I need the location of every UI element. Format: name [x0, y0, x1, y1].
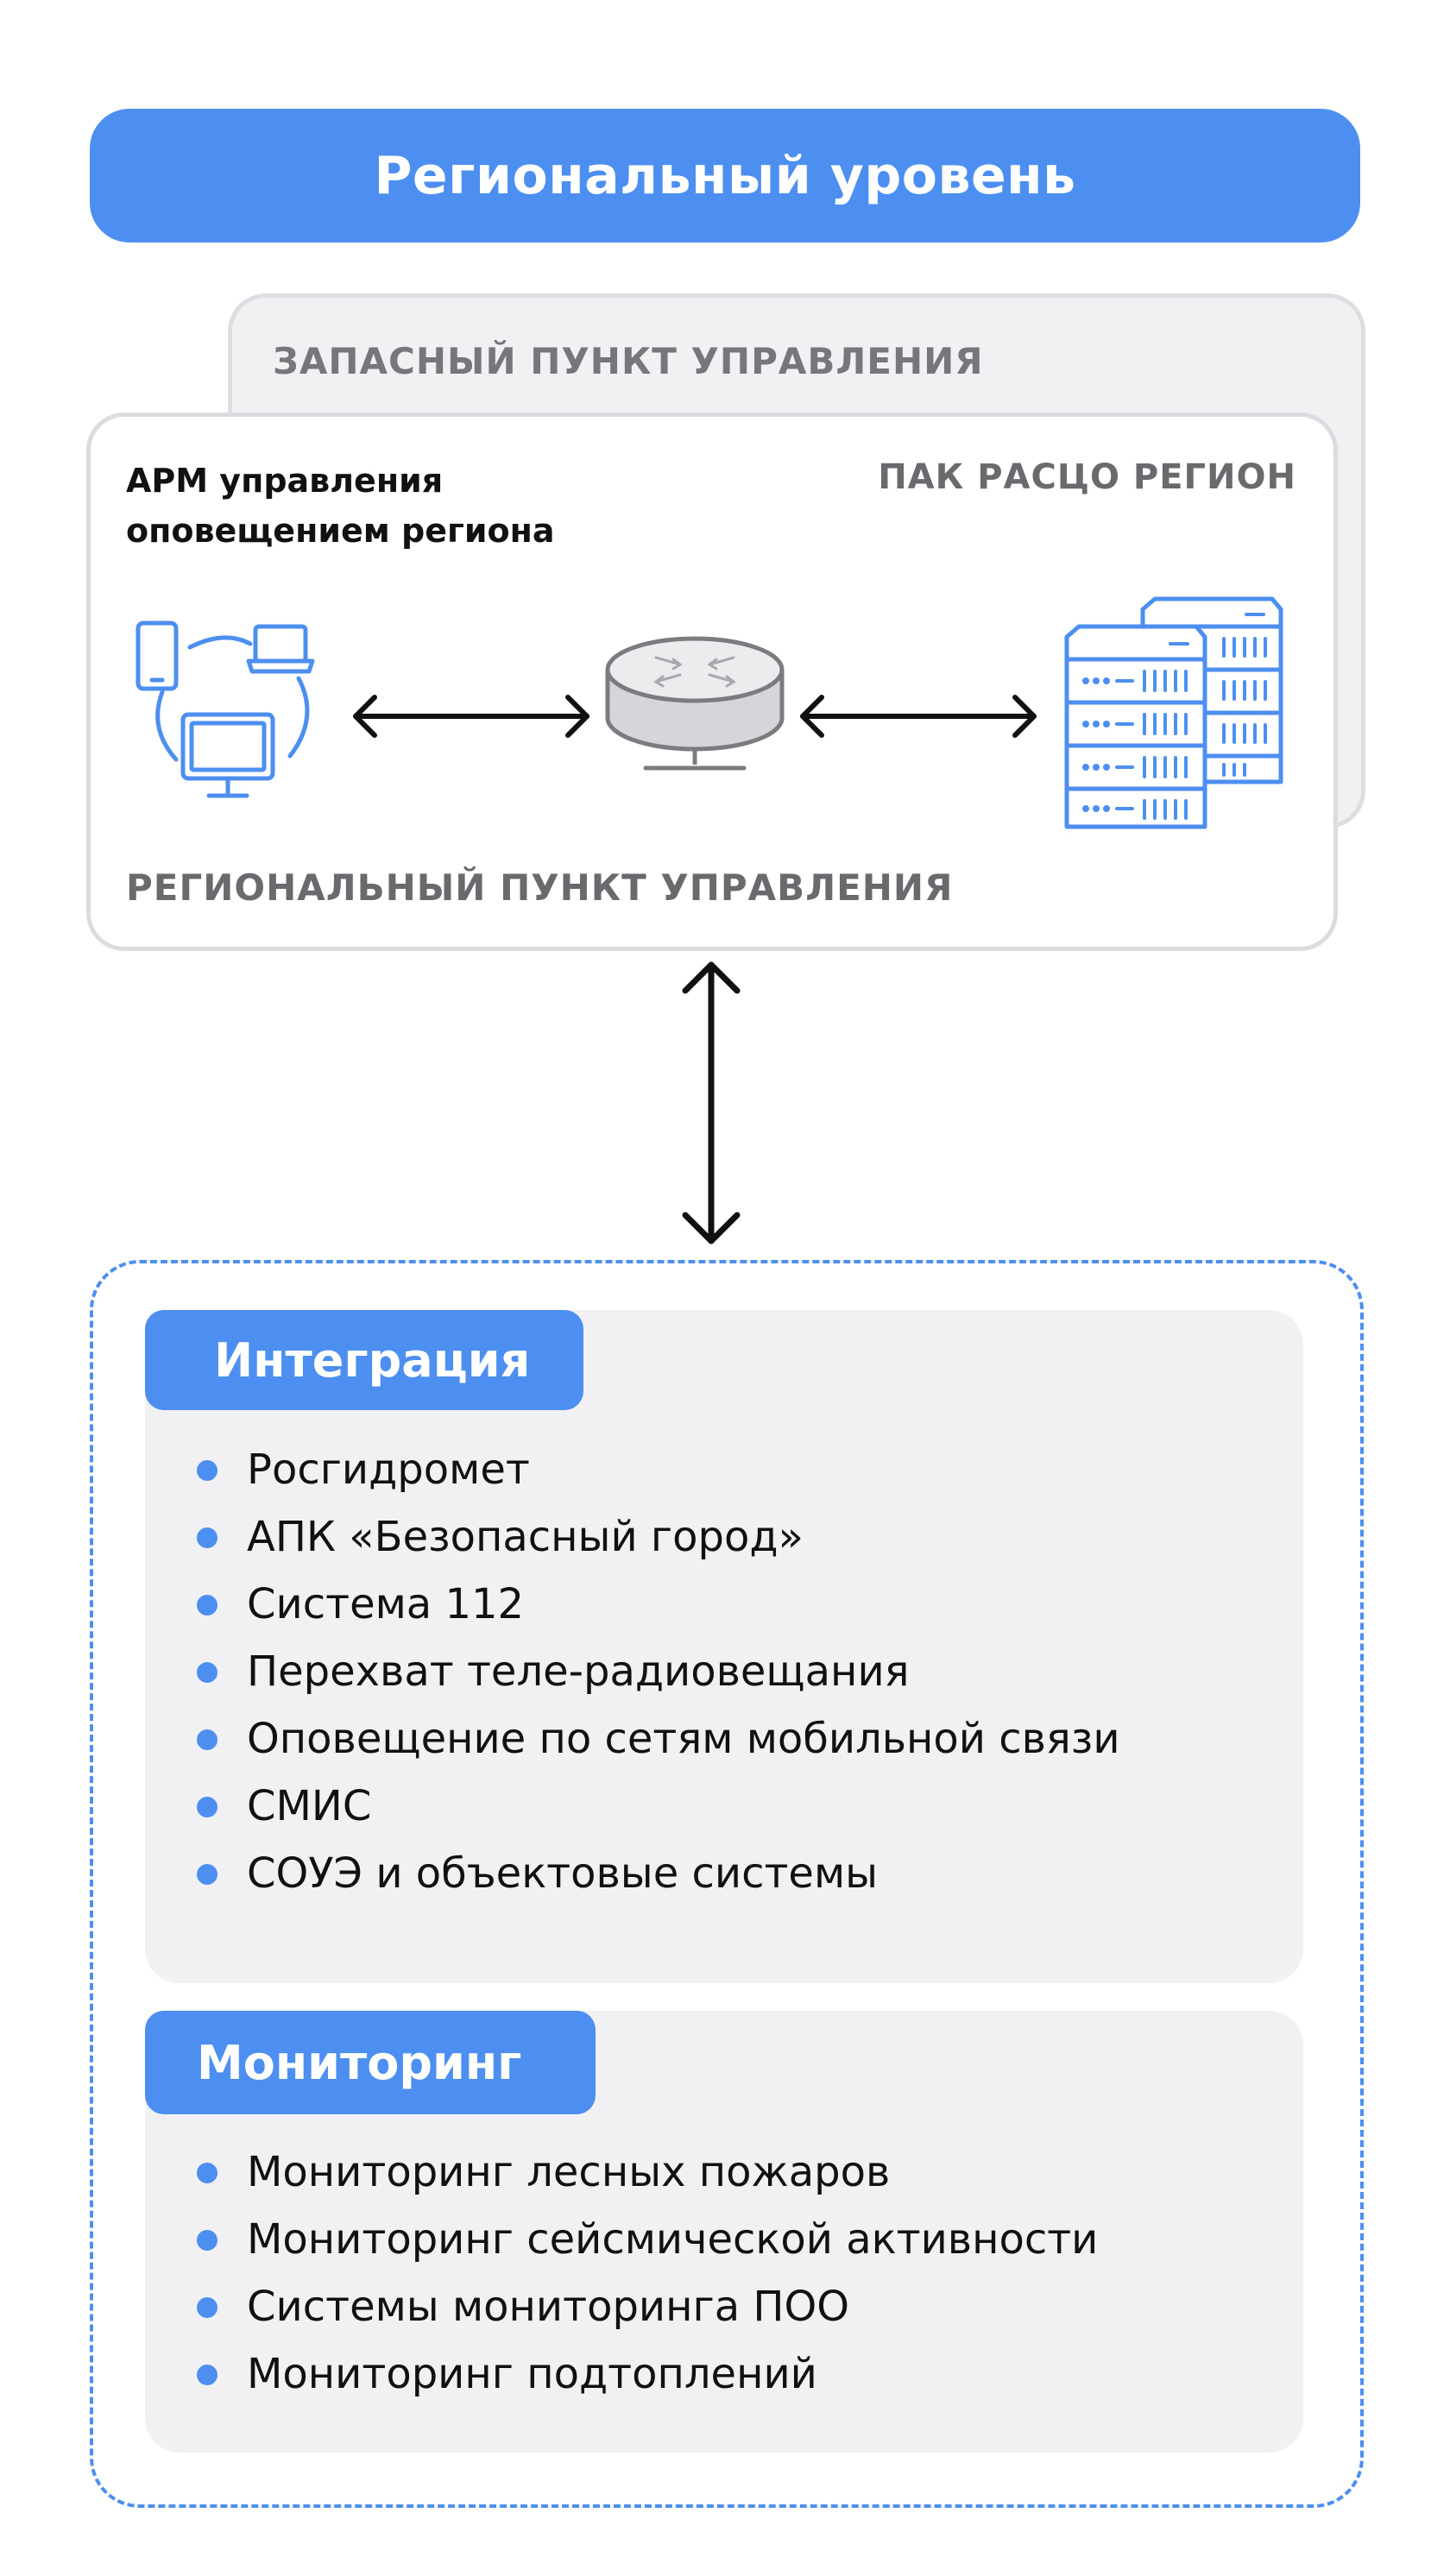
- server-rack-icon: [1064, 596, 1283, 829]
- pak-rasco-label: ПАК РАСЦО РЕГИОН: [878, 457, 1296, 497]
- list-item: АПК «Безопасный город»: [197, 1503, 1120, 1571]
- monitoring-tag: Мониторинг: [145, 2011, 596, 2114]
- integration-tag: Интеграция: [145, 1310, 583, 1410]
- list-item: Мониторинг лесных пожаров: [197, 2138, 1098, 2206]
- external-systems-group: [90, 1260, 1364, 2508]
- list-item: Росгидромет: [197, 1436, 1120, 1503]
- backup-control-point-label: ЗАПАСНЫЙ ПУНКТ УПРАВЛЕНИЯ: [273, 340, 984, 382]
- list-item: Мониторинг сейсмической активности: [197, 2206, 1098, 2273]
- list-item: СМИС: [197, 1773, 1120, 1840]
- monitoring-title: Мониторинг: [197, 2035, 522, 2090]
- integration-list: Росгидромет АПК «Безопасный город» Систе…: [197, 1436, 1120, 1907]
- list-item: Оповещение по сетям мобильной связи: [197, 1705, 1120, 1773]
- router-icon: [605, 636, 785, 771]
- monitoring-list: Мониторинг лесных пожаров Мониторинг сей…: [197, 2138, 1098, 2408]
- arm-label: АРМ управления оповещением региона: [126, 456, 554, 556]
- double-arrow-icon: [800, 695, 1037, 738]
- list-item: СОУЭ и объектовые системы: [197, 1840, 1120, 1907]
- arm-label-line1: АРМ управления: [126, 462, 444, 500]
- double-arrow-icon: [353, 695, 589, 738]
- integration-panel: [145, 1310, 1303, 1983]
- list-item: Системы мониторинга ПОО: [197, 2273, 1098, 2340]
- level-header: Региональный уровень: [90, 109, 1360, 242]
- level-title: Региональный уровень: [374, 145, 1076, 206]
- list-item: Мониторинг подтоплений: [197, 2340, 1098, 2408]
- arm-label-line2: оповещением региона: [126, 512, 555, 550]
- integration-title: Интеграция: [214, 1332, 531, 1388]
- regional-control-point-label: РЕГИОНАЛЬНЫЙ ПУНКТ УПРАВЛЕНИЯ: [126, 866, 954, 909]
- list-item: Перехват теле-радиовещания: [197, 1638, 1120, 1705]
- vertical-double-arrow-icon: [682, 961, 741, 1244]
- workstations-icon: [136, 620, 315, 798]
- list-item: Система 112: [197, 1571, 1120, 1638]
